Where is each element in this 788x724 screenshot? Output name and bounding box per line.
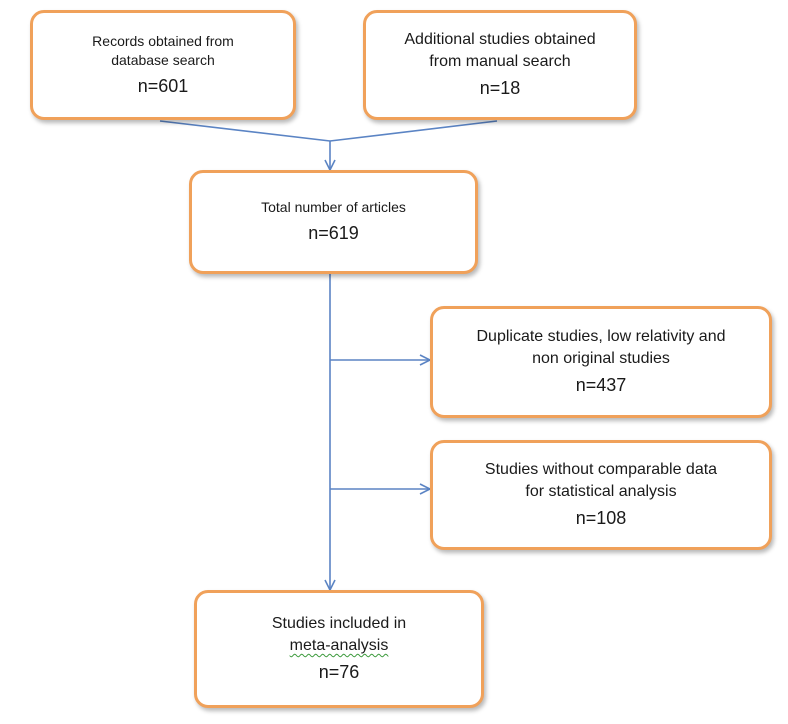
node-included: Studies included in meta-analysis n=76 <box>194 590 484 708</box>
node-excluded-no-data: Studies without comparable data for stat… <box>430 440 772 550</box>
node-text: database search <box>111 51 215 68</box>
node-text: Total number of articles <box>261 199 406 216</box>
node-manual-search: Additional studies obtained from manual … <box>363 10 637 120</box>
node-text: meta-analysis <box>289 636 389 654</box>
node-text: Duplicate studies, low relativity and <box>476 328 726 346</box>
node-count: n=437 <box>575 375 627 396</box>
node-text: Studies without comparable data <box>484 461 718 479</box>
node-excluded-duplicates: Duplicate studies, low relativity and no… <box>430 306 772 418</box>
node-total-articles: Total number of articles n=619 <box>189 170 478 274</box>
edge-database-to-merge <box>159 120 331 142</box>
node-text: non original studies <box>532 349 670 367</box>
node-count: n=18 <box>479 78 521 99</box>
node-count: n=76 <box>318 662 360 683</box>
node-text: Additional studies obtained <box>404 31 596 49</box>
node-text: Records obtained from <box>92 32 234 49</box>
edge-manual-to-merge <box>329 120 498 142</box>
node-count: n=108 <box>575 508 627 529</box>
node-count: n=619 <box>308 223 359 244</box>
node-count: n=601 <box>137 75 189 96</box>
node-database-search: Records obtained from database search n=… <box>30 10 296 120</box>
node-text: for statistical analysis <box>525 482 677 500</box>
node-text: Studies included in <box>271 615 407 633</box>
node-text: from manual search <box>429 52 571 70</box>
